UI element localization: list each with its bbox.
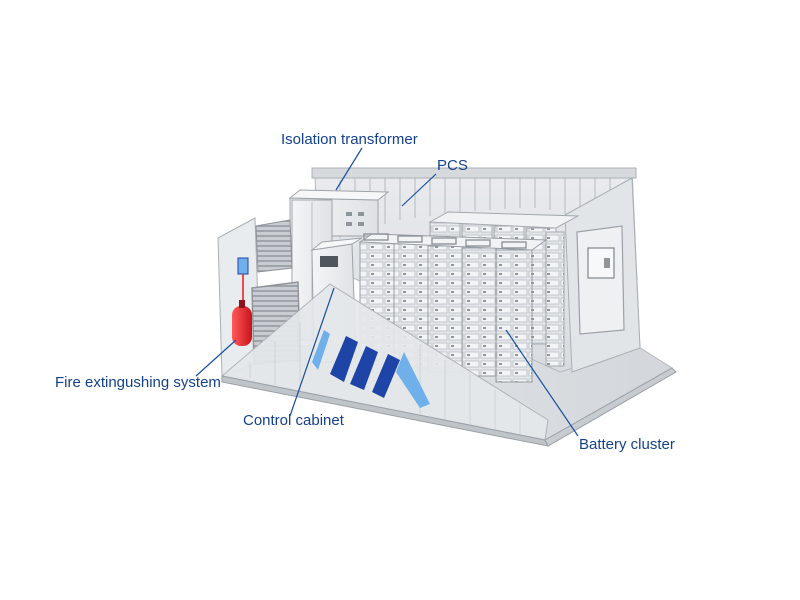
label-isolation-transformer: Isolation transformer <box>281 131 418 148</box>
leader-isolation-transformer <box>335 147 363 191</box>
label-battery-cluster: Battery cluster <box>579 436 675 453</box>
leader-battery-cluster <box>505 329 579 437</box>
door-handle <box>604 258 610 268</box>
floor-front-edge <box>544 367 677 447</box>
leader-control-cabinet <box>289 287 335 417</box>
brand-stripes <box>312 330 430 408</box>
leader-fire-extinguishing <box>195 339 237 377</box>
container-top-rail <box>311 167 637 179</box>
upper-vent <box>255 219 293 273</box>
label-control-cabinet: Control cabinet <box>243 412 344 429</box>
label-fire-extinguishing-system: Fire extingushing system <box>55 374 221 391</box>
leader-pcs <box>401 173 437 207</box>
label-pcs: PCS <box>437 157 468 174</box>
door-window <box>587 247 615 279</box>
fire-extinguisher-unit <box>232 257 252 346</box>
end-door-panel <box>576 225 625 335</box>
